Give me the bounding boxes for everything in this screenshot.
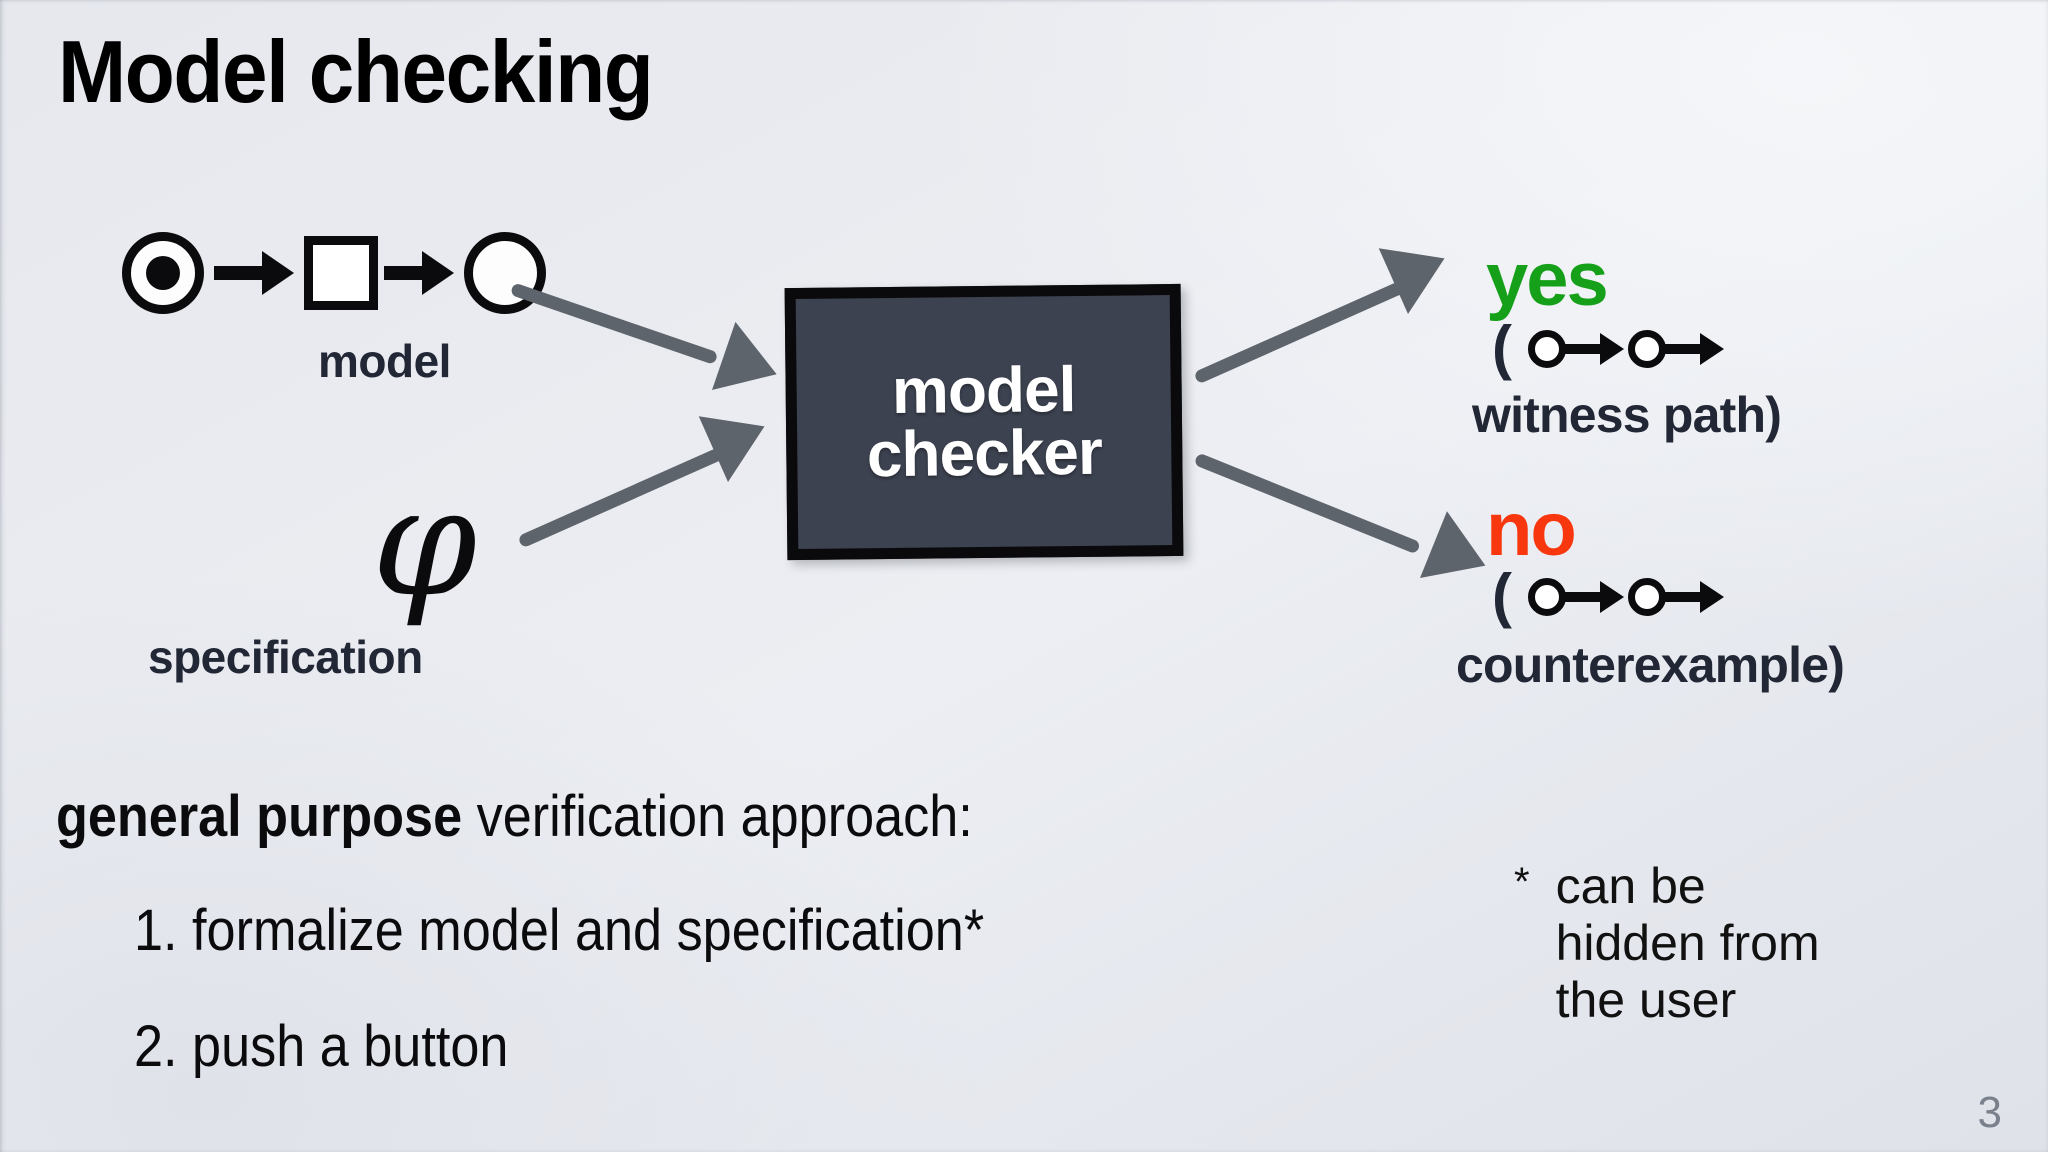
arrow-head <box>698 393 780 482</box>
arrow-head <box>1378 225 1460 314</box>
specification-label: specification <box>148 631 423 683</box>
no-counterexample-path-glyph <box>1528 574 1738 620</box>
verdict-yes: yes <box>1486 237 1609 322</box>
body-intro-line: general purpose verification approach: <box>56 788 973 846</box>
path-node-2 <box>1628 330 1666 368</box>
marked-place-circle <box>122 232 204 314</box>
page-title: Model checking <box>58 22 654 121</box>
footnote-text: can be hidden from the user <box>1555 858 1820 1028</box>
arrow-shaft <box>1193 452 1421 555</box>
petri-arrow-2-head <box>422 251 454 295</box>
arrow-shaft <box>517 447 724 549</box>
path-edge-2-shaft <box>1664 344 1704 354</box>
path-node-2 <box>1628 578 1666 616</box>
path-node-1 <box>1528 330 1566 368</box>
path-edge-1-head <box>1600 333 1624 365</box>
empty-place-circle <box>464 232 546 314</box>
footnote-marker: * <box>1514 860 1530 904</box>
no-open-paren: ( <box>1492 562 1512 629</box>
page-number: 3 <box>1977 1088 2002 1137</box>
no-caption: counterexample) <box>1456 637 1845 693</box>
checker-line-2: checker <box>866 415 1103 491</box>
arrow-shaft <box>509 282 719 365</box>
body-intro-strong: general purpose <box>56 784 463 849</box>
transition-square <box>304 236 378 310</box>
body-step-2: 2. push a button <box>134 1014 509 1079</box>
arrow-shaft <box>1193 279 1409 385</box>
body-intro-rest: verification approach: <box>462 784 973 849</box>
path-edge-2-head <box>1700 333 1724 365</box>
path-edge-1-shaft <box>1564 592 1604 602</box>
petri-arrow-1-head <box>262 251 294 295</box>
arrow-specification-to-checker <box>517 393 800 656</box>
yes-open-paren: ( <box>1492 314 1512 381</box>
arrow-checker-to-no <box>1193 452 1516 599</box>
footnote: * can be hidden from the user <box>1514 858 1984 1029</box>
model-label: model <box>318 335 451 387</box>
petri-arrow-1-shaft <box>214 266 268 280</box>
yes-caption: witness path) <box>1472 387 1782 443</box>
path-edge-2-shaft <box>1664 592 1704 602</box>
path-edge-1-head <box>1600 581 1624 613</box>
checker-line-1: model <box>891 353 1076 428</box>
body-step-1: 1. formalize model and specification* <box>134 898 985 963</box>
path-node-1 <box>1528 578 1566 616</box>
phi-symbol: φ <box>372 456 478 630</box>
yes-witness-path-glyph <box>1528 326 1738 372</box>
path-edge-1-shaft <box>1564 344 1604 354</box>
verdict-no: no <box>1486 487 1577 572</box>
petri-arrow-2-shaft <box>384 266 432 280</box>
model-checker-box[interactable]: model checker <box>784 283 1184 561</box>
arrow-model-to-checker <box>509 282 792 409</box>
path-edge-2-head <box>1700 581 1724 613</box>
